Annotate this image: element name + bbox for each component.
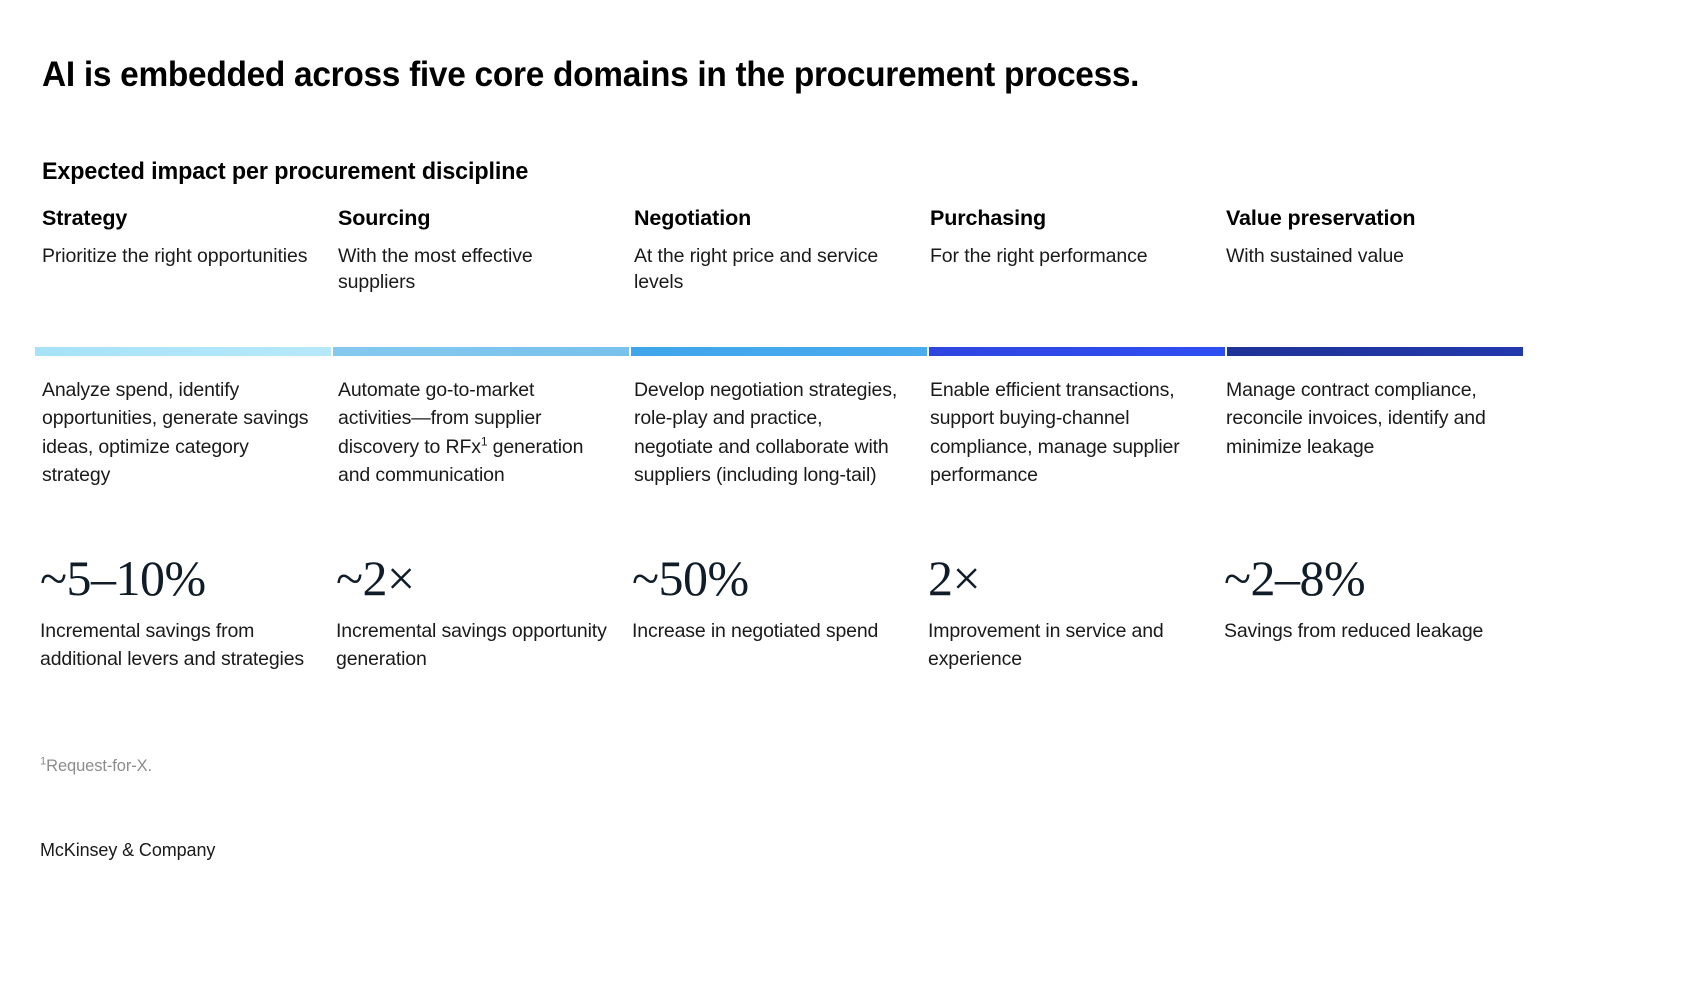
column-heading-strategy: Strategy (42, 206, 128, 230)
stat-value-value-preservation: ~2–8% (1224, 550, 1366, 606)
description-sourcing: Automate go-to-market activities—from su… (338, 376, 634, 489)
brand-footer: McKinsey & Company (40, 840, 216, 860)
description-text-sourcing-cont: generation and communication (338, 435, 584, 486)
footnote-ref-sourcing: 1 (480, 434, 488, 449)
stat-label-negotiation: Increase in negotiated spend (632, 619, 879, 642)
description-purchasing: Enable efficient transactions, support b… (930, 376, 1226, 489)
column-subheading-strategy: Prioritize the right opportunities (42, 244, 308, 267)
description-text-negotiation: Develop negotiation strategies, role-pla… (634, 379, 898, 486)
stat-strategy: ~5–10% Incremental savings from addition… (40, 552, 336, 673)
stat-sourcing: ~2× Incremental savings opportunity gene… (336, 552, 632, 673)
footnote-text: Request-for-X. (46, 757, 153, 775)
column-subheading-value-preservation: With sustained value (1226, 244, 1404, 267)
column-subheading-purchasing: For the right performance (930, 244, 1148, 267)
footnote-marker: 1 (40, 755, 47, 768)
stat-value-sourcing: ~2× (336, 550, 415, 606)
column-sourcing: Sourcing With the most effective supplie… (338, 206, 634, 298)
column-subheading-sourcing: With the most effective suppliers (338, 244, 533, 293)
column-subheading-negotiation: At the right price and service levels (634, 244, 879, 293)
page-title: AI is embedded across five core domains … (42, 55, 1140, 95)
color-bar-row (35, 347, 1524, 356)
stat-value-strategy: ~5–10% (40, 550, 206, 606)
stat-label-purchasing: Improvement in service and experience (928, 619, 1164, 670)
description-negotiation: Develop negotiation strategies, role-pla… (634, 376, 930, 489)
column-heading-purchasing: Purchasing (930, 206, 1047, 230)
stat-value-negotiation: ~50% (632, 550, 749, 606)
stat-value-purchasing: 2× (928, 550, 981, 606)
page-subtitle: Expected impact per procurement discipli… (42, 157, 529, 185)
description-text-value-preservation: Manage contract compliance, reconcile in… (1226, 379, 1486, 458)
stat-purchasing: 2× Improvement in service and experience (928, 552, 1224, 673)
column-purchasing: Purchasing For the right performance (930, 206, 1226, 298)
description-text-strategy: Analyze spend, identify opportunities, g… (42, 379, 309, 486)
column-strategy: Strategy Prioritize the right opportunit… (42, 206, 338, 298)
description-row: Analyze spend, identify opportunities, g… (42, 376, 1524, 489)
footnote: 1Request-for-X. (40, 755, 153, 776)
column-heading-value-preservation: Value preservation (1226, 206, 1416, 230)
column-headers: Strategy Prioritize the right opportunit… (42, 206, 1524, 298)
color-bar-strategy (35, 347, 331, 356)
column-negotiation: Negotiation At the right price and servi… (634, 206, 930, 298)
stat-value-preservation: ~2–8% Savings from reduced leakage (1224, 552, 1520, 673)
description-strategy: Analyze spend, identify opportunities, g… (42, 376, 338, 489)
description-text-sourcing: Automate go-to-market activities—from su… (338, 379, 542, 458)
stat-negotiation: ~50% Increase in negotiated spend (632, 552, 928, 673)
column-heading-sourcing: Sourcing (338, 206, 431, 230)
color-bar-value-preservation (1227, 347, 1523, 356)
color-bar-purchasing (929, 347, 1225, 356)
color-bar-negotiation (631, 347, 927, 356)
column-heading-negotiation: Negotiation (634, 206, 752, 230)
stat-row: ~5–10% Incremental savings from addition… (40, 552, 1522, 673)
column-value-preservation: Value preservation With sustained value (1226, 206, 1522, 298)
stat-label-strategy: Incremental savings from additional leve… (40, 619, 305, 670)
description-text-purchasing: Enable efficient transactions, support b… (930, 379, 1180, 486)
description-value-preservation: Manage contract compliance, reconcile in… (1226, 376, 1522, 489)
stat-label-value-preservation: Savings from reduced leakage (1224, 619, 1484, 642)
color-bar-sourcing (333, 347, 629, 356)
stat-label-sourcing: Incremental savings opportunity generati… (336, 619, 607, 670)
